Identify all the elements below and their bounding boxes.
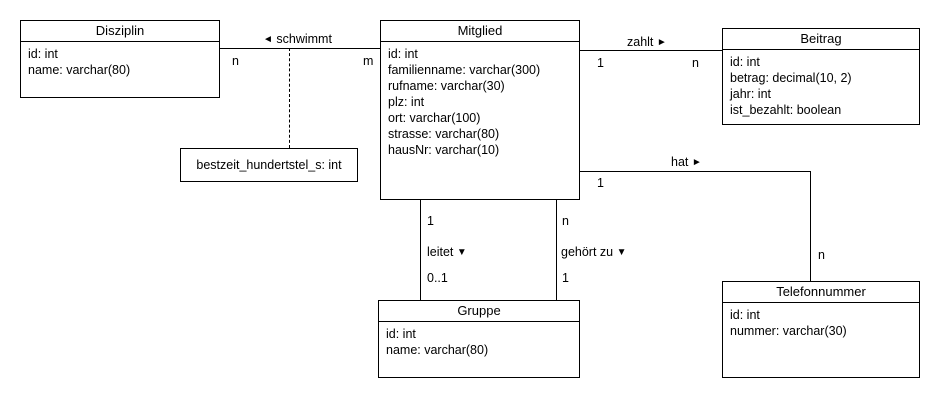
attribute: strasse: varchar(80) [388, 127, 500, 141]
cardinality-schwimmt-left: n [232, 54, 239, 68]
association-attribute-bestzeit[interactable]: bestzeit_hundertstel_s: int [180, 148, 358, 182]
association-attribute-label: bestzeit_hundertstel_s: int [196, 158, 342, 172]
connector-bestzeit-dashed [289, 48, 290, 148]
relationship-name: zahlt [627, 35, 654, 49]
attribute: rufname: varchar(30) [388, 79, 505, 93]
entity-gruppe[interactable]: Gruppe id: int name: varchar(80) [378, 300, 580, 378]
arrow-right-icon: ► [656, 37, 667, 48]
relationship-name: leitet [427, 245, 454, 259]
attribute: id: int [386, 327, 416, 341]
arrow-right-icon: ► [691, 157, 702, 168]
cardinality-gehoert-zu-top: n [562, 214, 569, 228]
connector-leitet [420, 200, 421, 300]
attribute: id: int [28, 47, 58, 61]
entity-telefonnummer-title: Telefonnummer [723, 282, 919, 303]
cardinality-hat-left: 1 [597, 176, 604, 190]
entity-beitrag[interactable]: Beitrag id: int betrag: decimal(10, 2) j… [722, 28, 920, 125]
attribute: name: varchar(80) [28, 63, 131, 77]
arrow-down-icon: ▼ [456, 247, 467, 258]
connector-schwimmt [220, 48, 380, 49]
attribute: ist_bezahlt: boolean [730, 103, 842, 117]
relationship-label-zahlt: zahlt ► [627, 35, 667, 50]
attribute: familienname: varchar(300) [388, 63, 541, 77]
cardinality-gehoert-zu-bottom: 1 [562, 271, 569, 285]
entity-beitrag-title: Beitrag [723, 29, 919, 50]
relationship-name: gehört zu [561, 245, 614, 259]
relationship-name: schwimmt [276, 32, 332, 46]
relationship-label-gehoert-zu: gehört zu ▼ [561, 245, 627, 260]
connector-zahlt [580, 50, 722, 51]
relationship-label-hat: hat ► [671, 155, 702, 170]
relationship-label-leitet: leitet ▼ [427, 245, 467, 260]
cardinality-hat-right: n [818, 248, 825, 262]
attribute: id: int [730, 55, 760, 69]
arrow-left-icon: ◄ [263, 34, 273, 45]
entity-mitglied-attributes: id: int familienname: varchar(300) rufna… [381, 42, 579, 162]
entity-mitglied[interactable]: Mitglied id: int familienname: varchar(3… [380, 20, 580, 200]
connector-hat-vertical [810, 171, 811, 281]
attribute: betrag: decimal(10, 2) [730, 71, 852, 85]
attribute: jahr: int [730, 87, 771, 101]
entity-telefonnummer-attributes: id: int nummer: varchar(30) [723, 303, 919, 343]
entity-disziplin-attributes: id: int name: varchar(80) [21, 42, 219, 82]
attribute: name: varchar(80) [386, 343, 489, 357]
attribute: id: int [730, 308, 760, 322]
entity-gruppe-attributes: id: int name: varchar(80) [379, 322, 579, 362]
cardinality-schwimmt-right: m [363, 54, 374, 68]
arrow-down-icon: ▼ [616, 247, 627, 258]
entity-disziplin-title: Disziplin [21, 21, 219, 42]
entity-disziplin[interactable]: Disziplin id: int name: varchar(80) [20, 20, 220, 98]
entity-telefonnummer[interactable]: Telefonnummer id: int nummer: varchar(30… [722, 281, 920, 378]
attribute: id: int [388, 47, 418, 61]
cardinality-zahlt-left: 1 [597, 56, 604, 70]
attribute: hausNr: varchar(10) [388, 143, 500, 157]
relationship-label-schwimmt: ◄ schwimmt [263, 32, 332, 47]
cardinality-leitet-bottom: 0..1 [427, 271, 448, 285]
cardinality-zahlt-right: n [692, 56, 699, 70]
attribute: plz: int [388, 95, 425, 109]
entity-beitrag-attributes: id: int betrag: decimal(10, 2) jahr: int… [723, 50, 919, 122]
relationship-name: hat [671, 155, 689, 169]
connector-hat-horizontal [580, 171, 811, 172]
attribute: ort: varchar(100) [388, 111, 481, 125]
entity-gruppe-title: Gruppe [379, 301, 579, 322]
cardinality-leitet-top: 1 [427, 214, 434, 228]
attribute: nummer: varchar(30) [730, 324, 847, 338]
entity-mitglied-title: Mitglied [381, 21, 579, 42]
connector-gehoert-zu [556, 200, 557, 300]
